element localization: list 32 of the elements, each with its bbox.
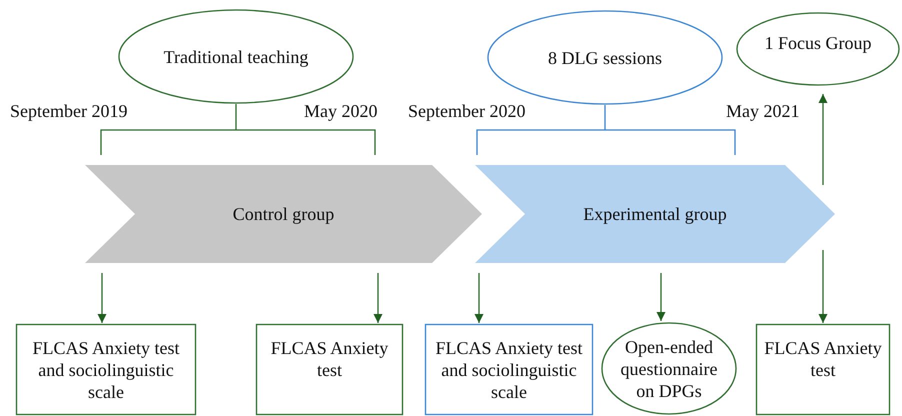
activity-ellipse xyxy=(736,12,900,86)
instrument-box xyxy=(425,324,593,415)
date-label: September 2020 xyxy=(408,101,526,122)
date-label: September 2019 xyxy=(10,101,128,122)
node-label: FLCAS Anxiety test and sociolinguistic scale xyxy=(31,336,180,402)
phase-chevron xyxy=(475,165,835,263)
activity-ellipse xyxy=(487,10,723,105)
arrow xyxy=(656,273,666,321)
instrument-ellipse xyxy=(601,322,737,415)
node-label: FLCAS Anxiety test xyxy=(763,336,883,380)
phase-label: Control group xyxy=(232,203,334,225)
node-label: FLCAS Anxiety test xyxy=(270,336,390,380)
arrow xyxy=(474,273,484,323)
bracket-connector xyxy=(100,103,376,156)
arrow xyxy=(818,94,828,185)
instrument-box xyxy=(16,324,196,415)
node-label: Open-ended questionnaire on DPGs xyxy=(620,336,718,402)
phase-label: Experimental group xyxy=(583,203,727,225)
arrow xyxy=(374,273,382,323)
node-label: 8 DLG sessions xyxy=(548,46,662,68)
date-label: May 2021 xyxy=(726,101,800,122)
instrument-box xyxy=(756,324,890,415)
instrument-box xyxy=(256,324,403,415)
arrow xyxy=(818,250,828,323)
node-label: 1 Focus Group xyxy=(764,32,872,54)
bracket-connector xyxy=(476,104,736,156)
node-label: Traditional teaching xyxy=(164,46,308,68)
activity-ellipse xyxy=(118,9,354,104)
node-label: FLCAS Anxiety test and sociolinguistic scale xyxy=(434,336,584,402)
phase-chevron xyxy=(85,165,482,263)
date-label: May 2020 xyxy=(304,101,378,122)
arrow xyxy=(98,273,106,323)
